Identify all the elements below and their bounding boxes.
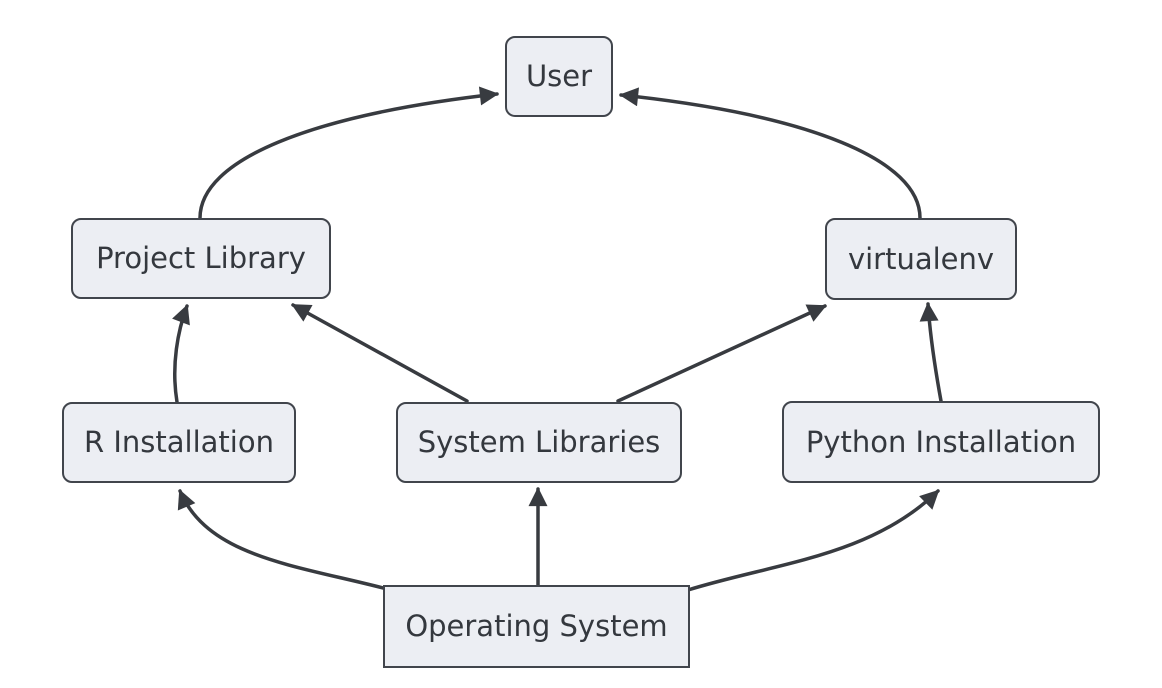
edge-r-installation-to-project-library: [172, 304, 190, 404]
node-system-libraries-label: System Libraries: [417, 425, 661, 459]
node-user: User: [505, 36, 613, 117]
node-project-library-label: Project Library: [96, 241, 306, 275]
edge-project-library-to-user: [198, 86, 499, 220]
node-r-installation: R Installation: [62, 402, 296, 483]
node-system-libraries: System Libraries: [396, 402, 682, 483]
edge-virtualenv-to-user: [619, 87, 922, 220]
node-python-installation-label: Python Installation: [805, 424, 1077, 459]
node-operating-system: Operating System: [383, 585, 690, 668]
node-project-library: Project Library: [71, 218, 331, 299]
edge-operating-system-to-r-installation: [177, 489, 389, 591]
edge-system-libraries-to-project-library: [291, 303, 469, 403]
node-virtualenv-label: virtualenv: [847, 241, 995, 276]
edge-python-installation-to-virtualenv: [919, 302, 943, 403]
node-operating-system-label: Operating System: [405, 609, 668, 643]
edge-system-libraries-to-virtualenv: [616, 304, 827, 403]
node-virtualenv: virtualenv: [825, 218, 1017, 300]
node-r-installation-label: R Installation: [84, 425, 274, 459]
node-user-label: User: [525, 59, 593, 93]
edge-operating-system-to-python-installation: [686, 489, 940, 592]
node-python-installation: Python Installation: [782, 401, 1100, 483]
